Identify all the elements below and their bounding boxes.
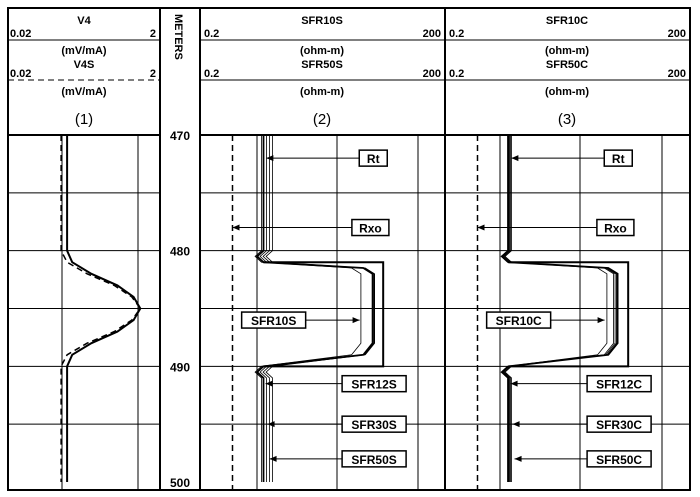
annotation-box (351, 218, 390, 237)
track-number: (3) (558, 111, 576, 128)
unit: (ohm-m) (545, 86, 589, 98)
annotation-box (485, 311, 552, 329)
annotation-label: SFR30C (596, 418, 642, 432)
resistivity-curve (259, 135, 374, 482)
depth-tick-label: 490 (170, 360, 190, 374)
curve-name: SFR50C (546, 59, 588, 71)
annotation-box (586, 374, 652, 393)
curve-name-v4: V4 (77, 15, 91, 27)
annotation-label: SFR12C (596, 378, 642, 392)
annotation-label: Rxo (604, 222, 627, 236)
scale-min: 0.2 (449, 68, 464, 80)
scale-min: 0.02 (10, 28, 31, 40)
curve-v4s (60, 135, 142, 482)
arrowhead-icon (510, 380, 518, 387)
scale-max: 2 (150, 28, 156, 40)
annotation-box (358, 149, 388, 167)
resistivity-curve (262, 135, 375, 482)
unit: (mV/mA) (61, 45, 107, 57)
annotation-label: SFR50S (351, 453, 396, 467)
annotation-box (341, 374, 407, 393)
resistivity-curve (504, 135, 614, 482)
arrowhead-icon (477, 224, 485, 231)
resistivity-curve (500, 135, 608, 482)
curve-name: SFR50S (301, 59, 343, 71)
resistivity-curve (254, 135, 362, 482)
track-number: (1) (75, 111, 93, 128)
annotation-box (586, 450, 652, 468)
track-number: (2) (313, 111, 331, 128)
scale-min: 0.2 (204, 28, 219, 40)
unit: (ohm-m) (300, 86, 344, 98)
resistivity-curve (255, 135, 374, 482)
arrowhead-icon (514, 455, 522, 462)
rt-bed-box (263, 261, 385, 368)
unit: (ohm-m) (545, 45, 589, 57)
annotation-box (341, 415, 407, 433)
scale-max: 200 (668, 28, 686, 40)
annotation-label: SFR50C (596, 453, 642, 467)
curve-name-v4s: V4S (74, 59, 95, 71)
scale-min: 0.2 (449, 28, 464, 40)
annotation-label: SFR12S (351, 378, 396, 392)
depth-tick-label: 480 (170, 245, 190, 259)
arrowhead-icon (232, 224, 240, 231)
unit: (ohm-m) (300, 45, 344, 57)
annotation-label: Rt (367, 152, 380, 166)
scale-max: 200 (423, 68, 441, 80)
curve-name: SFR10S (301, 15, 343, 27)
curve-name: SFR10C (546, 15, 588, 27)
scale-max: 200 (423, 28, 441, 40)
resistivity-curve (502, 135, 617, 482)
arrowhead-icon (597, 317, 605, 324)
annotation-label: Rxo (359, 222, 382, 236)
annotation-box (341, 450, 407, 468)
scale-max: 200 (668, 68, 686, 80)
annotation-label: SFR10S (251, 314, 296, 328)
annotation-box (603, 149, 633, 167)
arrowhead-icon (269, 455, 277, 462)
arrowhead-icon (267, 421, 275, 428)
resistivity-curve (265, 135, 375, 482)
annotation-label: Rt (612, 152, 625, 166)
unit: (mV/mA) (61, 86, 107, 98)
resistivity-curve (503, 135, 616, 482)
arrowhead-icon (266, 155, 274, 162)
scale-min: 0.2 (204, 68, 219, 80)
resistivity-curve (500, 135, 619, 482)
scale-min: 0.02 (10, 68, 31, 80)
annotation-box (586, 415, 652, 433)
annotation-box (240, 311, 307, 329)
arrowhead-icon (352, 317, 360, 324)
annotation-label: SFR10C (496, 314, 542, 328)
depth-tick-label: 500 (170, 476, 190, 490)
arrowhead-icon (512, 421, 520, 428)
depth-axis-label: METERS (172, 14, 184, 60)
scale-max: 2 (150, 68, 156, 80)
outer-frame (7, 7, 691, 491)
arrowhead-icon (511, 155, 519, 162)
annotation-box (596, 218, 635, 237)
rt-bed-box (508, 261, 630, 368)
arrowhead-icon (265, 380, 273, 387)
annotation-label: SFR30S (351, 418, 396, 432)
depth-tick-label: 470 (170, 129, 190, 143)
